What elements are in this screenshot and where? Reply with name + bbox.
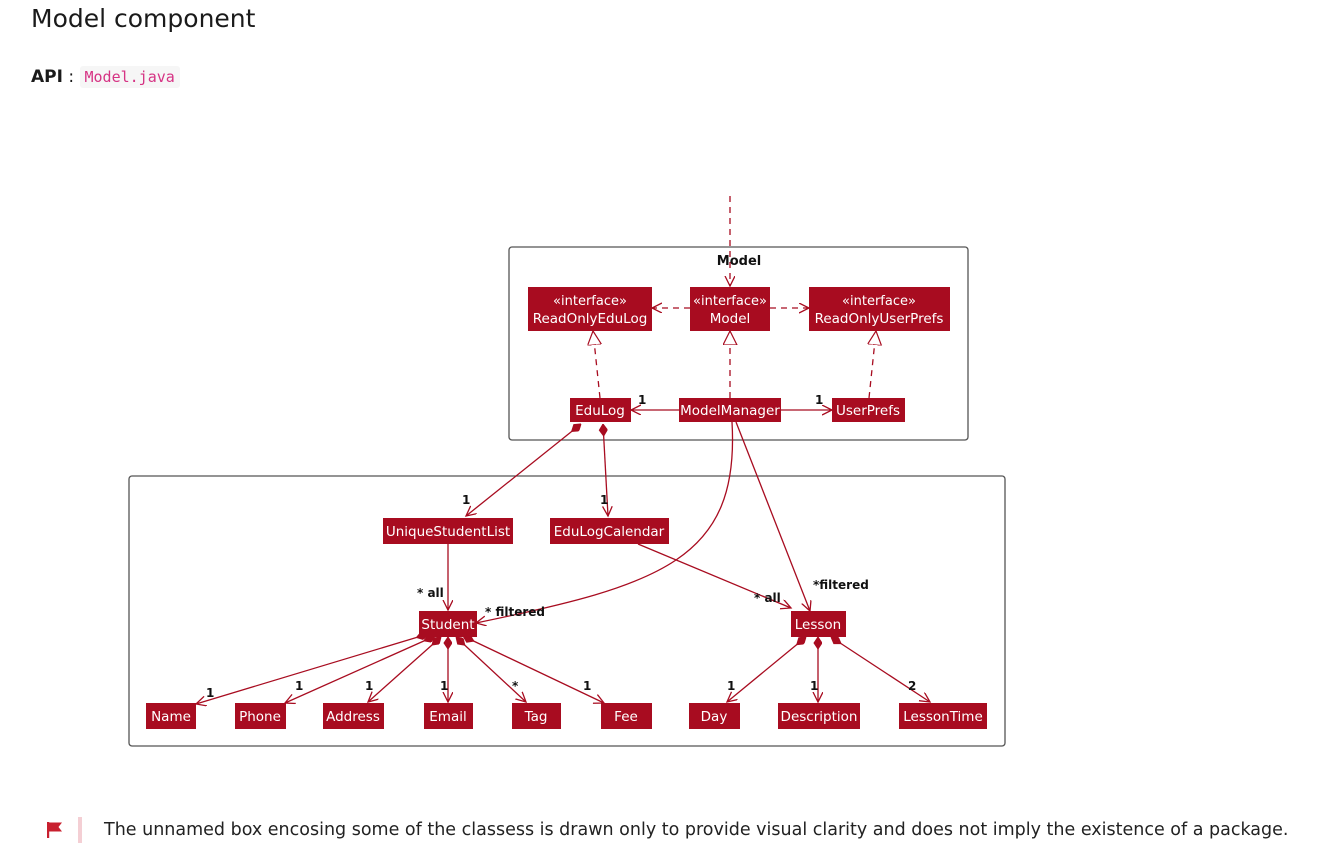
mult-day: 1 bbox=[727, 679, 735, 693]
class-uniquestudentlist[interactable]: UniqueStudentList bbox=[383, 518, 513, 544]
comp-lesson-day bbox=[727, 637, 806, 702]
assoc-calendar-lesson bbox=[637, 543, 791, 608]
model-class-diagram: Model 1 1 1 1 * all * filtered * all *fi… bbox=[128, 196, 1006, 747]
mult-email: 1 bbox=[440, 679, 448, 693]
class-description[interactable]: Description bbox=[778, 703, 860, 729]
package-label: Model bbox=[717, 254, 761, 269]
assoc-mm-lesson bbox=[735, 421, 810, 611]
model-package-frame bbox=[508, 246, 969, 441]
svg-text:Phone: Phone bbox=[239, 709, 281, 725]
class-readonlyedulog[interactable]: «interface» ReadOnlyEduLog bbox=[528, 287, 652, 331]
svg-text:LessonTime: LessonTime bbox=[903, 709, 983, 725]
svg-text:UserPrefs: UserPrefs bbox=[836, 403, 900, 419]
svg-text:ReadOnlyUserPrefs: ReadOnlyUserPrefs bbox=[815, 311, 944, 327]
mult-mm-student: * filtered bbox=[485, 605, 545, 619]
class-email[interactable]: Email bbox=[424, 703, 473, 729]
svg-text:Student: Student bbox=[421, 617, 474, 633]
svg-text:Description: Description bbox=[781, 709, 858, 725]
comp-student-fee bbox=[463, 636, 604, 703]
svg-text:Email: Email bbox=[429, 709, 466, 725]
realize-edulog bbox=[593, 331, 600, 399]
comp-edulog-calendar bbox=[603, 424, 608, 516]
class-edulog[interactable]: EduLog bbox=[570, 398, 631, 422]
svg-text:Model: Model bbox=[710, 311, 751, 327]
comp-edulog-usl bbox=[466, 424, 581, 516]
mult-mm-lesson: *filtered bbox=[813, 578, 869, 592]
class-phone[interactable]: Phone bbox=[235, 703, 286, 729]
class-modelmanager[interactable]: ModelManager bbox=[679, 398, 781, 422]
svg-text:EduLog: EduLog bbox=[575, 403, 625, 419]
page-title: Model component bbox=[31, 4, 256, 33]
mult-edulog-usl: 1 bbox=[462, 493, 470, 507]
mult-address: 1 bbox=[365, 679, 373, 693]
svg-text:Lesson: Lesson bbox=[795, 617, 841, 633]
class-userprefs[interactable]: UserPrefs bbox=[832, 398, 905, 422]
svg-text:«interface»: «interface» bbox=[842, 294, 916, 309]
class-fee[interactable]: Fee bbox=[601, 703, 652, 729]
api-file-link[interactable]: Model.java bbox=[79, 66, 180, 88]
mult-tag: * bbox=[512, 679, 519, 693]
class-lesson[interactable]: Lesson bbox=[791, 611, 846, 637]
class-name[interactable]: Name bbox=[146, 703, 196, 729]
mult-phone: 1 bbox=[295, 679, 303, 693]
note-text: The unnamed box encosing some of the cla… bbox=[104, 820, 1289, 840]
class-edulogcalendar[interactable]: EduLogCalendar bbox=[550, 518, 669, 544]
class-lessontime[interactable]: LessonTime bbox=[899, 703, 987, 729]
mult-edulog-calendar: 1 bbox=[600, 493, 608, 507]
class-day[interactable]: Day bbox=[689, 703, 740, 729]
svg-text:Day: Day bbox=[701, 709, 728, 725]
mult-lessontime: 2 bbox=[908, 679, 916, 693]
class-tag[interactable]: Tag bbox=[512, 703, 561, 729]
api-label: API bbox=[31, 67, 63, 87]
svg-text:Tag: Tag bbox=[524, 709, 548, 725]
comp-lesson-lessontime bbox=[831, 637, 930, 702]
svg-text:«interface»: «interface» bbox=[693, 294, 767, 309]
note-divider bbox=[78, 817, 82, 843]
mult-usl-student: * all bbox=[417, 586, 444, 600]
comp-student-phone bbox=[285, 636, 435, 703]
mult-fee: 1 bbox=[583, 679, 591, 693]
svg-text:«interface»: «interface» bbox=[553, 294, 627, 309]
svg-text:ModelManager: ModelManager bbox=[680, 403, 780, 419]
api-separator: : bbox=[68, 67, 75, 87]
svg-text:Fee: Fee bbox=[614, 709, 638, 725]
svg-text:ReadOnlyEduLog: ReadOnlyEduLog bbox=[533, 311, 648, 327]
mult-mm-edulog: 1 bbox=[638, 393, 646, 407]
comp-student-address bbox=[368, 637, 441, 702]
visual-clarity-note: The unnamed box encosing some of the cla… bbox=[46, 816, 1288, 844]
svg-text:UniqueStudentList: UniqueStudentList bbox=[386, 524, 510, 540]
class-student[interactable]: Student bbox=[419, 611, 477, 637]
api-line: API : Model.java bbox=[31, 66, 180, 88]
realize-userprefs bbox=[869, 331, 876, 399]
flag-icon bbox=[46, 820, 66, 840]
class-readonlyuserprefs[interactable]: «interface» ReadOnlyUserPrefs bbox=[809, 287, 950, 331]
comp-student-name bbox=[196, 634, 428, 704]
mult-name: 1 bbox=[206, 686, 214, 700]
svg-text:EduLogCalendar: EduLogCalendar bbox=[554, 524, 665, 540]
class-model[interactable]: «interface» Model bbox=[690, 287, 770, 331]
mult-mm-userprefs: 1 bbox=[815, 393, 823, 407]
mult-description: 1 bbox=[810, 679, 818, 693]
mult-calendar-lesson: * all bbox=[754, 591, 781, 605]
class-address[interactable]: Address bbox=[323, 703, 384, 729]
svg-text:Name: Name bbox=[151, 709, 191, 725]
svg-text:Address: Address bbox=[326, 709, 380, 725]
